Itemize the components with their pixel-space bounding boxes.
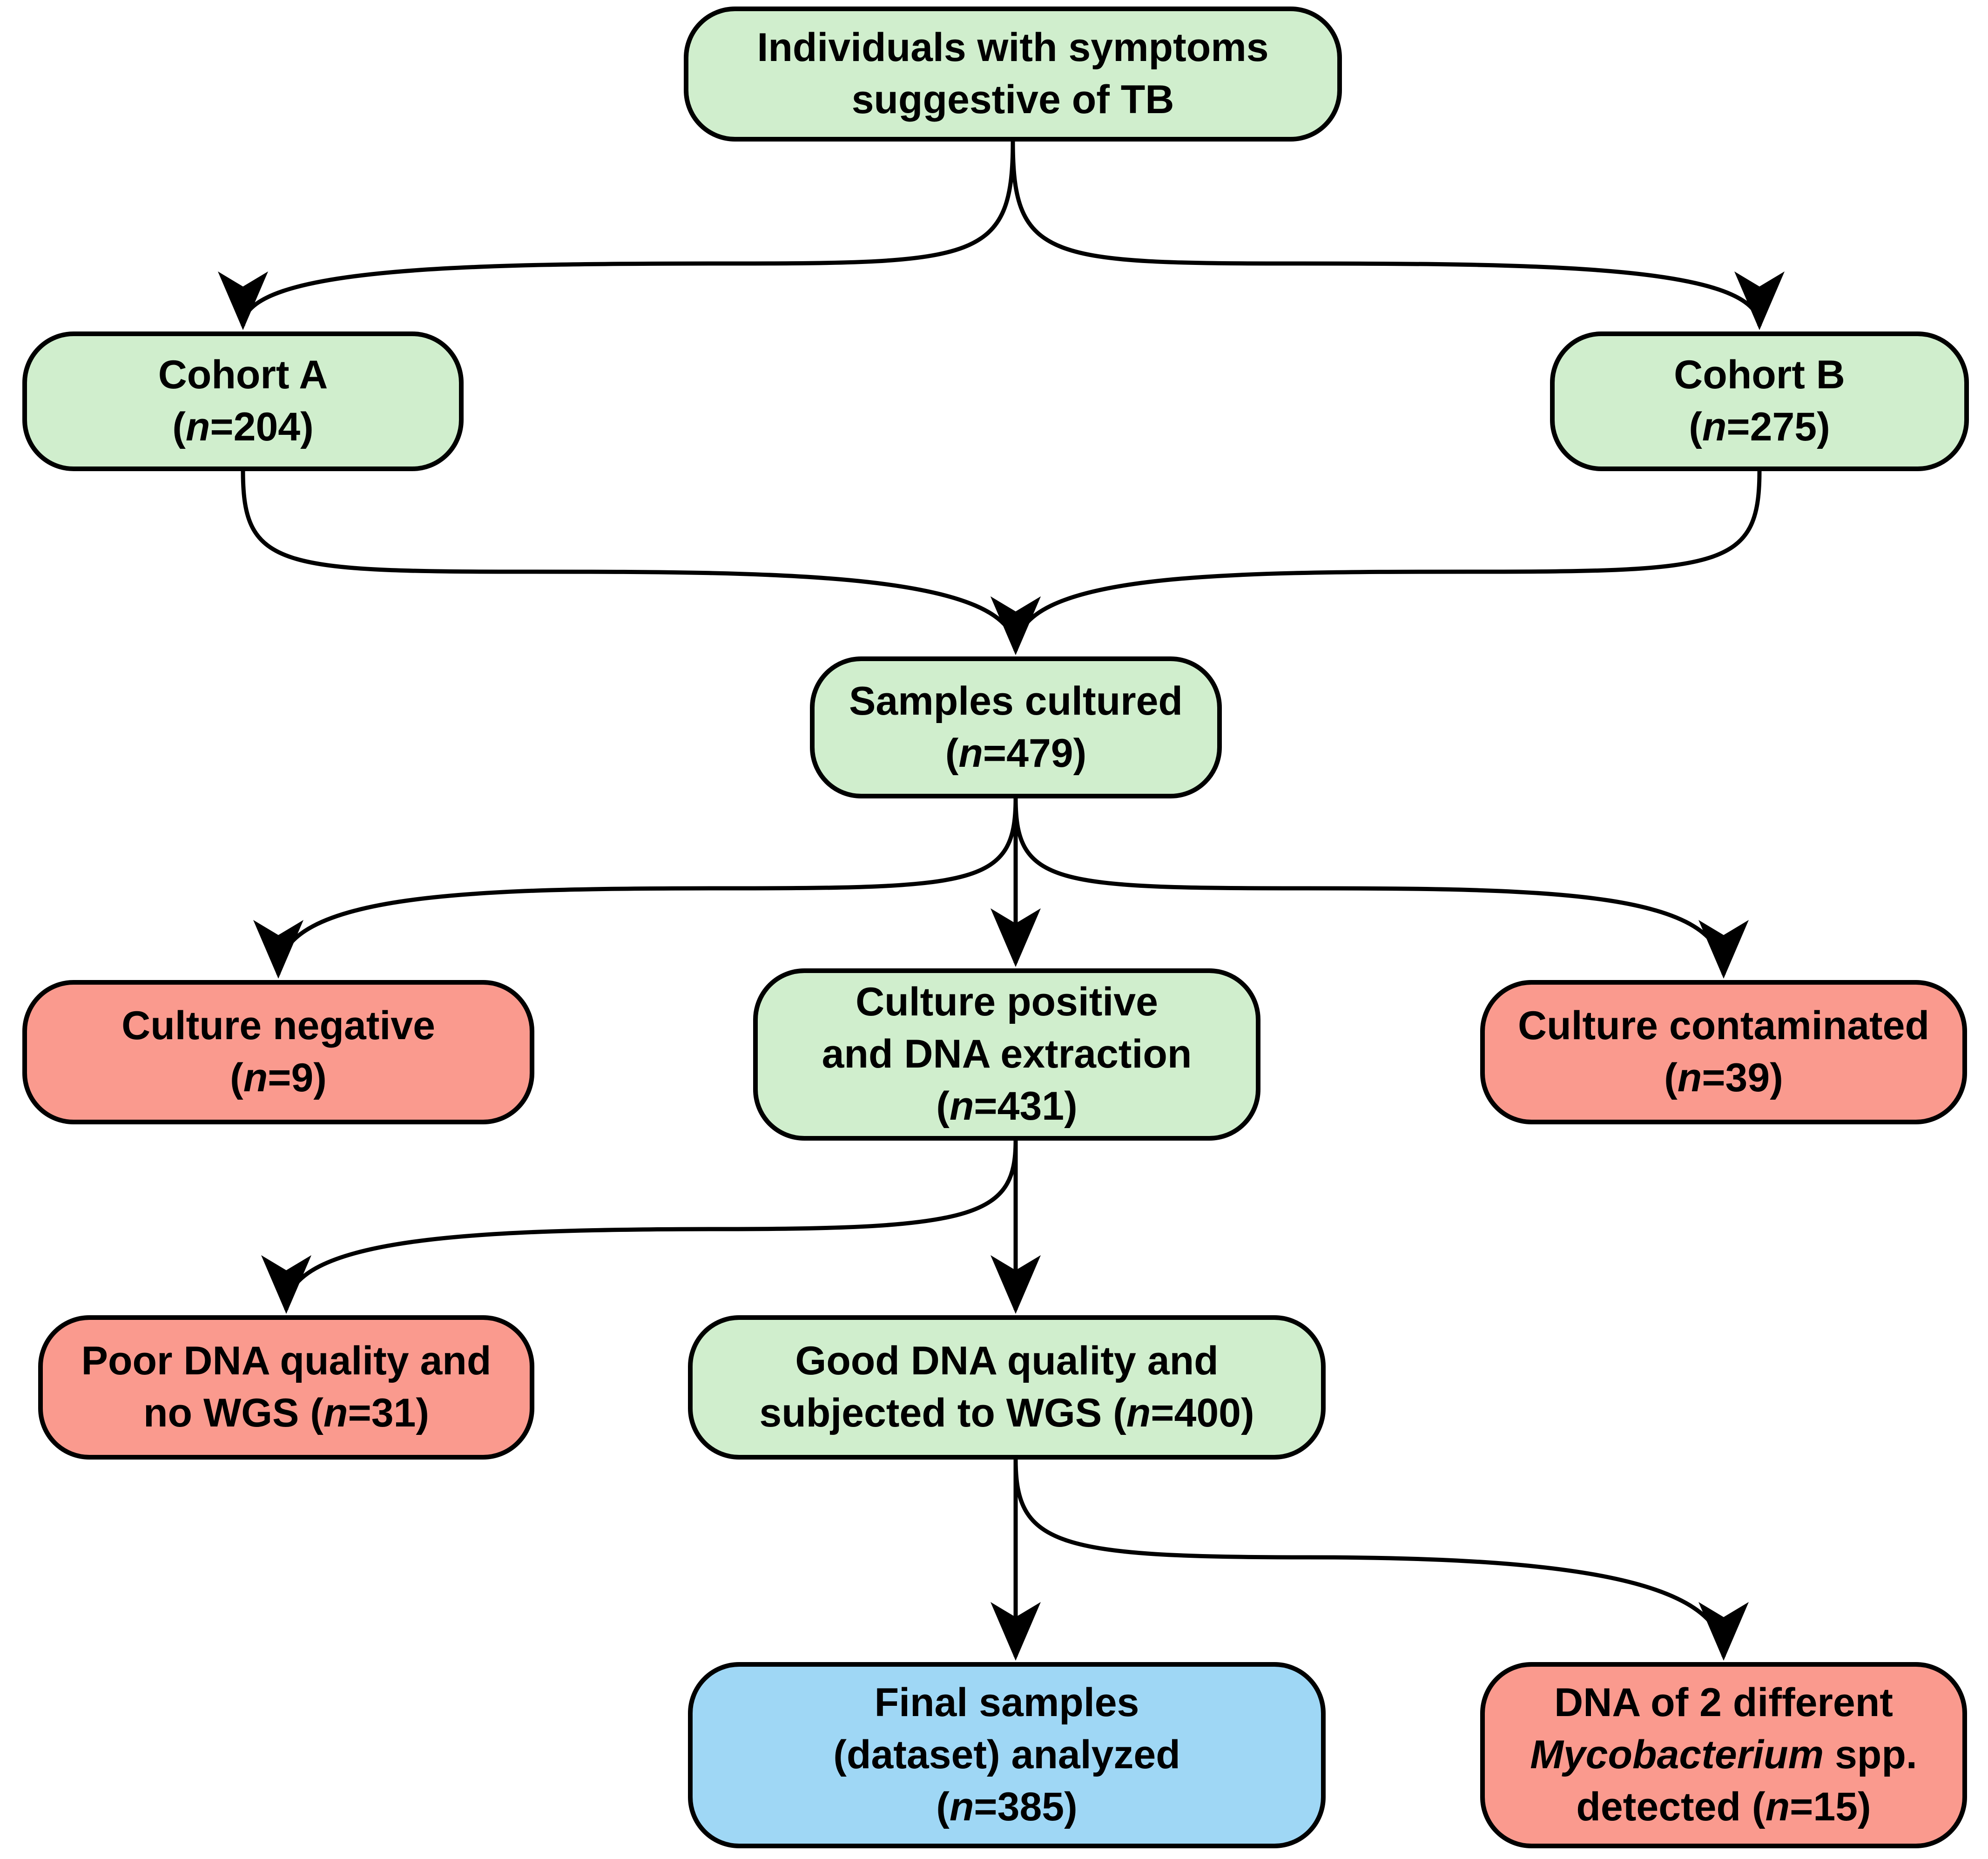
node-good-dna-quality-wgs[interactable]: Good DNA quality and subjected to WGS (n… — [688, 1315, 1326, 1460]
edge-root-to-cohort-a — [218, 141, 1015, 330]
n-value: =9) — [268, 1055, 327, 1100]
paren-open: ( — [1689, 405, 1702, 449]
node-count-line: (n=39) — [1501, 1052, 1947, 1104]
node-culture-positive-and-dna-extraction[interactable]: Culture positive and DNA extraction (n=4… — [753, 968, 1260, 1141]
node-line-3: detected (n=15) — [1501, 1781, 1947, 1833]
node-count-line: (n=385) — [708, 1781, 1305, 1833]
n-symbol: n — [1702, 405, 1727, 449]
n-symbol: n — [323, 1391, 348, 1435]
paren-open: ( — [172, 405, 186, 449]
node-line-1: Culture contaminated — [1518, 1003, 1929, 1048]
node-line-2: subjected to WGS (n=400) — [708, 1387, 1305, 1440]
node-text: Good DNA quality and subjected to WGS (n… — [708, 1335, 1305, 1440]
paren-open: ( — [945, 730, 959, 776]
n-value: =479) — [983, 730, 1087, 776]
node-line-2: (dataset) analyzed — [833, 1732, 1180, 1778]
node-text: Culture negative (n=9) — [43, 1000, 514, 1104]
node-individuals-with-symptoms[interactable]: Individuals with symptoms suggestive of … — [684, 7, 1342, 142]
node-line-1: DNA of 2 different — [1554, 1680, 1893, 1725]
node-samples-cultured[interactable]: Samples cultured (n=479) — [810, 656, 1222, 798]
edge-cohort-a-to-samples-cultured — [241, 471, 1041, 655]
n-value: =31) — [348, 1391, 429, 1435]
line3-prefix: detected ( — [1576, 1784, 1766, 1829]
n-symbol: n — [949, 1083, 974, 1129]
node-line-2: and DNA extraction — [822, 1032, 1192, 1077]
node-text: DNA of 2 different Mycobacterium spp. de… — [1501, 1677, 1947, 1833]
edge-samples-cultured-to-culture-contaminated — [1013, 798, 1749, 979]
node-culture-negative[interactable]: Culture negative (n=9) — [22, 980, 534, 1124]
spp-suffix: spp. — [1824, 1732, 1917, 1778]
node-text: Culture contaminated (n=39) — [1501, 1000, 1947, 1104]
node-dna-two-mycobacterium-spp-detected[interactable]: DNA of 2 different Mycobacterium spp. de… — [1480, 1662, 1967, 1848]
n-value: =400) — [1151, 1391, 1254, 1435]
n-value: =275) — [1726, 405, 1830, 449]
node-culture-contaminated[interactable]: Culture contaminated (n=39) — [1480, 980, 1967, 1124]
n-symbol: n — [958, 730, 983, 776]
n-value: =385) — [974, 1784, 1078, 1829]
node-text: Final samples (dataset) analyzed (n=385) — [708, 1677, 1305, 1833]
node-cohort-b[interactable]: Cohort B (n=275) — [1550, 331, 1969, 471]
n-value: =39) — [1702, 1055, 1783, 1100]
paren-open: ( — [936, 1784, 950, 1829]
node-line-1: Culture negative — [121, 1003, 435, 1048]
node-line-2: Mycobacterium spp. — [1501, 1729, 1947, 1781]
n-value: =15) — [1790, 1784, 1871, 1829]
node-text: Cohort B (n=275) — [1570, 349, 1948, 453]
node-line-1: Good DNA quality and — [795, 1338, 1219, 1384]
edge-root-to-cohort-b — [1011, 141, 1785, 330]
node-count-line: (n=431) — [774, 1081, 1240, 1133]
n-value: =204) — [210, 405, 314, 449]
line2-prefix: no WGS ( — [143, 1391, 323, 1435]
genus-name: Mycobacterium — [1530, 1732, 1824, 1778]
node-count-line: (n=275) — [1570, 401, 1948, 453]
node-poor-dna-quality-no-wgs[interactable]: Poor DNA quality and no WGS (n=31) — [38, 1315, 534, 1460]
edge-good-dna-to-mycobacterium — [1013, 1459, 1749, 1661]
edge-culture-positive-to-poor-dna — [261, 1140, 1018, 1314]
node-line-1: Cohort A — [158, 352, 328, 398]
node-text: Culture positive and DNA extraction (n=4… — [774, 976, 1240, 1132]
node-cohort-a[interactable]: Cohort A (n=204) — [22, 331, 464, 471]
node-line-2: suggestive of TB — [851, 77, 1174, 122]
n-symbol: n — [185, 405, 210, 449]
node-line-2: no WGS (n=31) — [59, 1387, 514, 1440]
n-symbol: n — [1765, 1784, 1790, 1829]
edge-cohort-b-to-samples-cultured — [991, 471, 1762, 655]
n-symbol: n — [1126, 1391, 1151, 1435]
node-final-samples-analyzed[interactable]: Final samples (dataset) analyzed (n=385) — [688, 1662, 1326, 1848]
node-text: Samples cultured (n=479) — [830, 676, 1201, 780]
node-text: Poor DNA quality and no WGS (n=31) — [59, 1335, 514, 1440]
node-count-line: (n=479) — [830, 728, 1201, 780]
node-count-line: (n=9) — [43, 1052, 514, 1104]
node-line-1: Samples cultured — [849, 678, 1183, 723]
n-symbol: n — [949, 1784, 974, 1829]
n-symbol: n — [1677, 1055, 1702, 1100]
paren-open: ( — [230, 1055, 243, 1100]
node-text: Individuals with symptoms suggestive of … — [704, 22, 1321, 126]
edge-samples-cultured-to-culture-negative — [253, 798, 1018, 979]
paren-open: ( — [936, 1083, 950, 1129]
node-count-line: (n=204) — [43, 401, 443, 453]
n-value: =431) — [974, 1083, 1078, 1129]
paren-open: ( — [1664, 1055, 1678, 1100]
node-line-1: Culture positive — [856, 980, 1158, 1025]
node-text: Cohort A (n=204) — [43, 349, 443, 453]
node-line-1: Cohort B — [1674, 352, 1845, 398]
node-line-1: Individuals with symptoms — [757, 25, 1269, 70]
node-line-1: Final samples — [874, 1680, 1139, 1725]
line2-prefix: subjected to WGS ( — [759, 1391, 1126, 1435]
n-symbol: n — [243, 1055, 268, 1100]
node-line-1: Poor DNA quality and — [81, 1338, 492, 1384]
